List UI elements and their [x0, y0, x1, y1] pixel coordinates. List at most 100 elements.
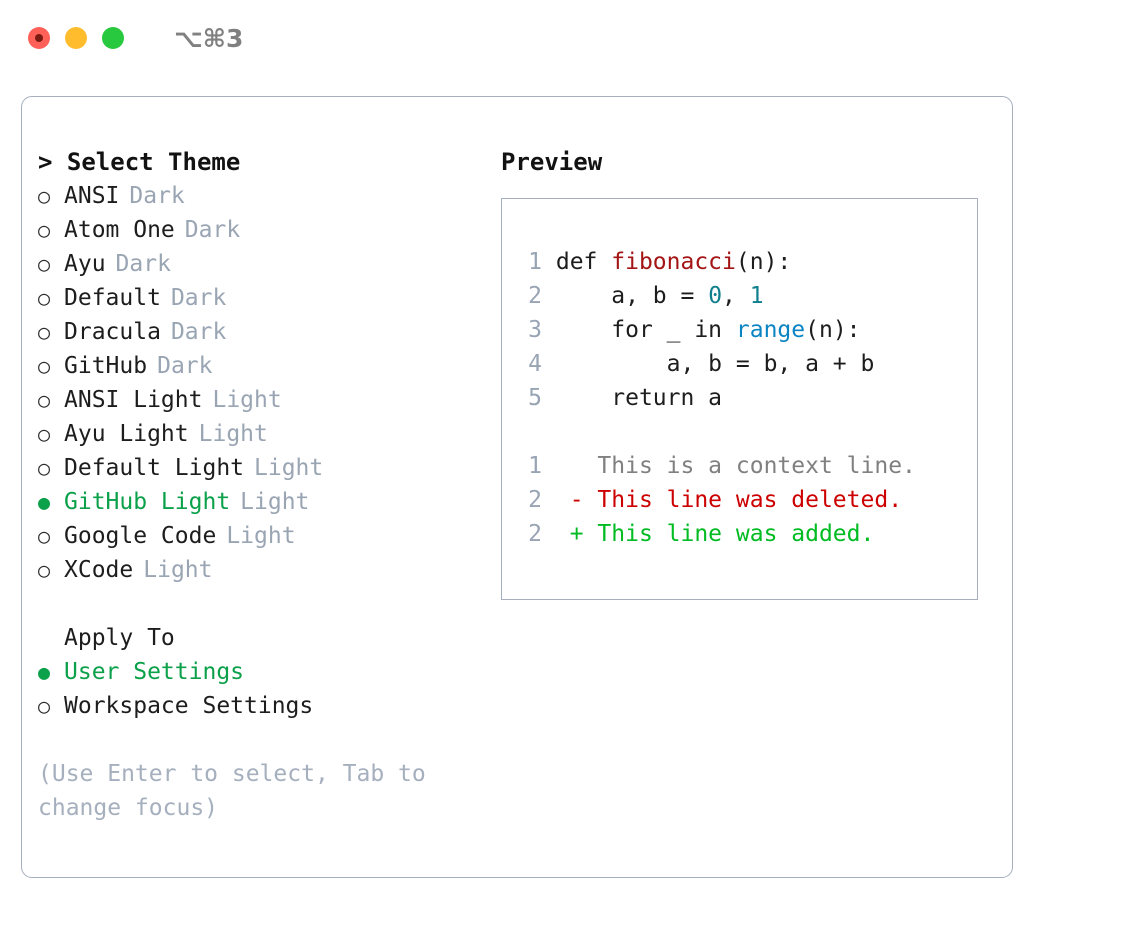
theme-option-ansi-light[interactable]: ○ ANSI Light Light	[38, 383, 498, 417]
code-token-plain: a, b = b, a + b	[555, 351, 875, 377]
diff-line-number: 2	[528, 487, 542, 513]
line-number: 5	[528, 385, 542, 411]
theme-option-xcode[interactable]: ○ XCode Light	[38, 553, 498, 587]
preview-column: Preview 1 def fibonacci(n):2 a, b = 0, 1…	[501, 145, 1001, 600]
theme-option-label: Default Light	[64, 455, 245, 481]
radio-unselected-icon: ○	[38, 422, 51, 446]
apply-to-heading: Apply To	[64, 625, 175, 651]
theme-option-label: GitHub	[64, 353, 148, 379]
theme-option-tag: Light	[143, 557, 213, 583]
code-gutter-space	[542, 385, 556, 411]
theme-option-label: Ayu	[64, 251, 106, 277]
radio-unselected-icon: ○	[38, 558, 51, 582]
radio-selected-icon: ●	[38, 490, 51, 514]
theme-option-tag: Light	[240, 489, 310, 515]
theme-option-tag: Dark	[170, 285, 227, 311]
theme-option-label: ANSI	[64, 183, 120, 209]
radio-unselected-icon: ○	[38, 694, 51, 718]
radio-unselected-icon: ○	[38, 320, 51, 344]
apply-to-option-user-settings[interactable]: ● User Settings	[38, 655, 498, 689]
radio-unselected-icon: ○	[38, 388, 51, 412]
select-theme-heading: > Select Theme	[38, 148, 241, 176]
radio-unselected-icon: ○	[38, 286, 51, 310]
diff-text: This is a context line.	[583, 453, 916, 479]
code-token-plain: return a	[555, 385, 723, 411]
radio-unselected-icon: ○	[38, 354, 51, 378]
theme-option-tag: Dark	[170, 319, 227, 345]
theme-option-label: Atom One	[64, 217, 175, 243]
maximize-window-button[interactable]	[102, 27, 124, 49]
code-line: 1 def fibonacci(n):	[516, 245, 916, 279]
code-token-num: 0	[708, 283, 723, 309]
apply-to-option-workspace-settings[interactable]: ○ Workspace Settings	[38, 689, 498, 723]
radio-unselected-icon: ○	[38, 456, 51, 480]
diff-line-number: 1	[528, 453, 542, 479]
theme-option-label: XCode	[64, 557, 134, 583]
apply-to-option-label: Workspace Settings	[64, 693, 314, 719]
radio-unselected-icon: ○	[38, 252, 51, 276]
diff-gutter-space	[542, 487, 570, 513]
diff-text: This line was deleted.	[583, 487, 903, 513]
theme-option-github-light[interactable]: ● GitHub Light Light	[38, 485, 498, 519]
theme-option-ayu-light[interactable]: ○ Ayu Light Light	[38, 417, 498, 451]
theme-option-tag: Dark	[129, 183, 185, 209]
code-token-call: range	[735, 317, 806, 343]
theme-option-default-light[interactable]: ○ Default Light Light	[38, 451, 498, 485]
theme-option-label: Google Code	[64, 523, 217, 549]
apply-to-options-list[interactable]: ● User Settings ○ Workspace Settings	[38, 655, 498, 723]
line-number: 4	[528, 351, 542, 377]
line-number: 3	[528, 317, 542, 343]
keyboard-hint-text: (Use Enter to select, Tab to change focu…	[38, 761, 440, 821]
diff-gutter-space	[542, 453, 570, 479]
preview-heading: Preview	[501, 148, 603, 176]
title-bar: ⌥⌘3	[0, 0, 1140, 76]
theme-option-tag: Light	[226, 523, 296, 549]
theme-option-label: Default	[64, 285, 161, 311]
theme-option-tag: Light	[212, 387, 282, 413]
line-number: 2	[528, 283, 542, 309]
theme-option-tag: Light	[254, 455, 324, 481]
theme-option-tag: Light	[198, 421, 268, 447]
theme-option-label: Ayu Light	[64, 421, 189, 447]
code-line: 3 for _ in range(n):	[516, 313, 916, 347]
theme-option-label: Dracula	[64, 319, 161, 345]
code-token-plain: (n):	[805, 317, 861, 343]
code-token-plain: for _ in	[555, 317, 736, 343]
apply-to-option-label: User Settings	[64, 659, 245, 685]
diff-text: This line was added.	[583, 521, 875, 547]
theme-option-label: ANSI Light	[64, 387, 203, 413]
code-line: 5 return a	[516, 381, 916, 415]
traffic-lights	[28, 27, 124, 49]
code-token-plain: (n):	[735, 249, 792, 275]
theme-option-tag: Dark	[115, 251, 171, 277]
code-line: 4 a, b = b, a + b	[516, 347, 916, 381]
theme-option-default[interactable]: ○ Default Dark	[38, 281, 498, 315]
code-gutter-space	[542, 351, 556, 377]
radio-selected-icon: ●	[38, 660, 51, 684]
code-token-fn: fibonacci	[611, 249, 736, 275]
code-token-num: 1	[749, 283, 764, 309]
theme-option-label: GitHub Light	[64, 489, 231, 515]
code-token-plain: ,	[722, 283, 750, 309]
code-token-plain: a, b =	[555, 283, 709, 309]
code-token-plain: def	[555, 249, 612, 275]
diff-sign: -	[569, 487, 584, 513]
theme-option-ayu[interactable]: ○ Ayu Dark	[38, 247, 498, 281]
line-number: 1	[528, 249, 542, 275]
diff-sign	[570, 453, 584, 479]
code-gutter-space	[542, 283, 556, 309]
close-window-button[interactable]	[28, 27, 50, 49]
theme-option-dracula[interactable]: ○ Dracula Dark	[38, 315, 498, 349]
code-diff-separator	[516, 415, 916, 449]
minimize-window-button[interactable]	[65, 27, 87, 49]
code-gutter-space	[542, 249, 556, 275]
